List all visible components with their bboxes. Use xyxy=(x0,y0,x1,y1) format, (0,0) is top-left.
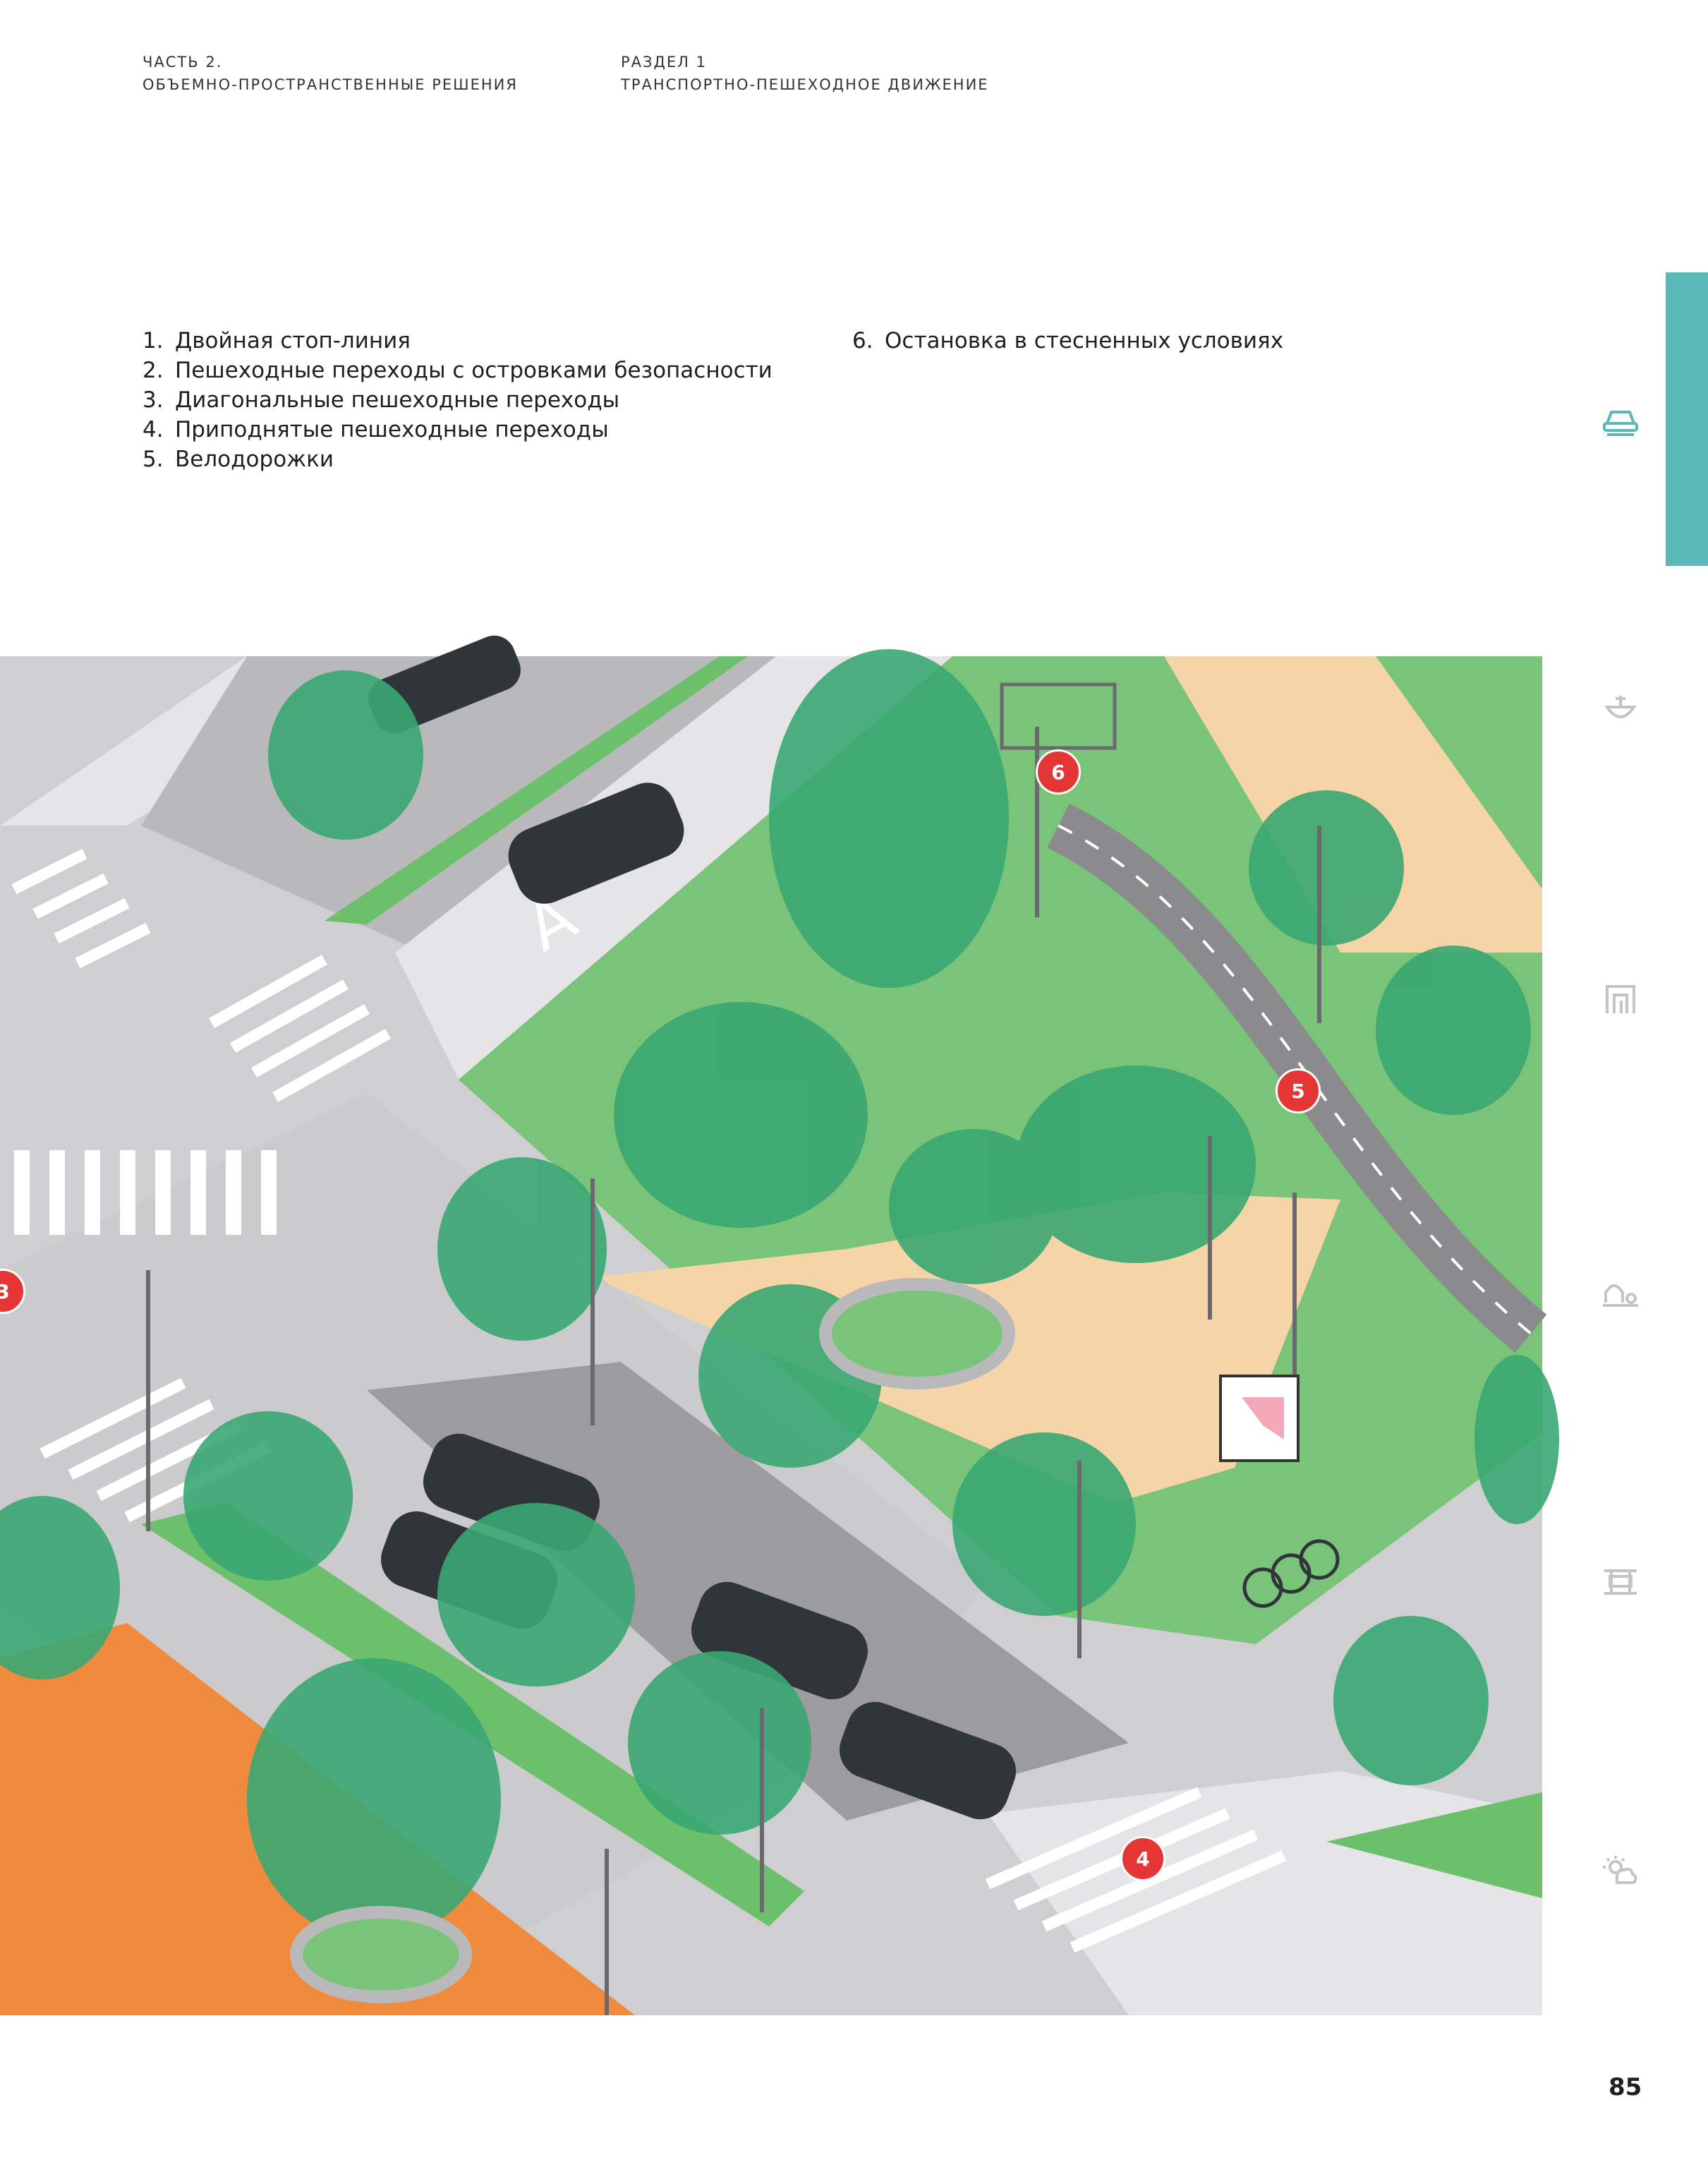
legend-item-text: Остановка в стесненных условиях xyxy=(885,328,1284,354)
part-header: ЧАСТЬ 2. ОБЪЕМНО-ПРОСТРАНСТВЕННЫЕ РЕШЕНИ… xyxy=(143,51,518,96)
page-number: 85 xyxy=(1609,2073,1642,2101)
legend-item: 1.Двойная стоп-линия xyxy=(143,326,773,356)
part-title: ОБЪЕМНО-ПРОСТРАНСТВЕННЫЕ РЕШЕНИЯ xyxy=(143,76,518,93)
legend-item: 6.Остановка в стесненных условиях xyxy=(852,326,1283,356)
legend-item: 2.Пешеходные переходы с островками безоп… xyxy=(143,356,773,385)
marker-4: 4 xyxy=(1120,1836,1165,1881)
legend-item-text: Велодорожки xyxy=(175,447,334,472)
section-title: ТРАНСПОРТНО-ПЕШЕХОДНОЕ ДВИЖЕНИЕ xyxy=(621,76,989,93)
section-label: РАЗДЕЛ 1 xyxy=(621,54,707,71)
legend-item: 4.Приподнятые пешеходные переходы xyxy=(143,415,773,445)
legend-item-text: Приподнятые пешеходные переходы xyxy=(175,417,609,442)
legend-list-left: 1.Двойная стоп-линия 2.Пешеходные перехо… xyxy=(143,326,773,474)
legend-item-text: Пешеходные переходы с островками безопас… xyxy=(175,358,773,383)
section-tab[interactable] xyxy=(1666,272,1708,566)
building-icon[interactable] xyxy=(1601,982,1640,1016)
legend-item-text: Двойная стоп-линия xyxy=(175,328,411,354)
section-header: РАЗДЕЛ 1 ТРАНСПОРТНО-ПЕШЕХОДНОЕ ДВИЖЕНИЕ xyxy=(621,51,989,96)
legend-item-text: Диагональные пешеходные переходы xyxy=(175,387,620,413)
part-label: ЧАСТЬ 2. xyxy=(143,54,223,71)
legend-item: 5.Велодорожки xyxy=(143,445,773,474)
bench-icon[interactable] xyxy=(1601,1565,1640,1599)
car-icon[interactable] xyxy=(1601,404,1640,437)
playground-icon[interactable] xyxy=(1601,1274,1640,1308)
marker-6: 6 xyxy=(1036,749,1081,795)
legend-list-right: 6.Остановка в стесненных условиях xyxy=(852,326,1283,356)
street-illustration: A xyxy=(0,635,1559,2015)
marker-5: 5 xyxy=(1276,1068,1321,1113)
weather-icon[interactable] xyxy=(1601,1854,1640,1888)
bowl-icon[interactable] xyxy=(1601,693,1640,727)
legend-item: 3.Диагональные пешеходные переходы xyxy=(143,385,773,415)
